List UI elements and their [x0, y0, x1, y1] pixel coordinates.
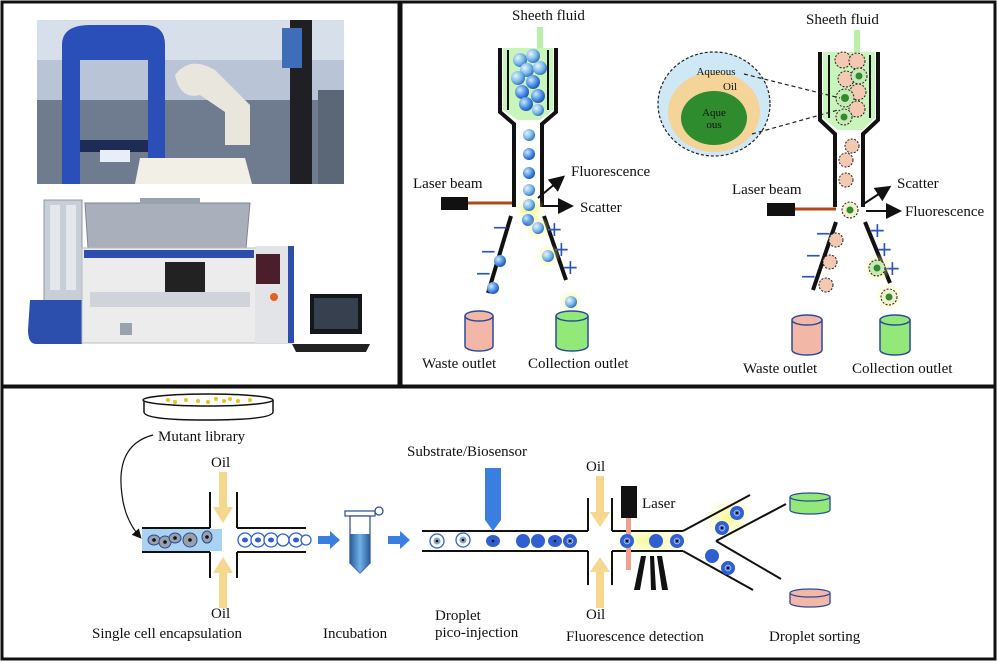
oil-arrow-down — [213, 472, 233, 523]
inset-oil-label: Oil — [723, 81, 737, 93]
robotic-workstation-photo — [37, 20, 344, 184]
laser-beam-label-2: Laser beam — [732, 182, 802, 198]
incubation-label: Incubation — [323, 626, 388, 642]
sheath-fluid-label: Sheeth fluid — [512, 8, 585, 24]
minus-sign: − — [475, 261, 492, 285]
plus-sign: + — [562, 255, 579, 279]
positive-collector-dish — [789, 492, 831, 515]
oil-bottom-label-2: Oil — [586, 607, 605, 623]
oil-bottom-label-1: Oil — [211, 606, 230, 622]
microfluidic-workflow: Mutant library Oil Oil Single cell encap… — [92, 393, 861, 645]
inset-aqueous-inner-label-1: Aque — [702, 107, 726, 119]
laser-beam-label: Laser beam — [413, 176, 483, 192]
laser-source — [441, 197, 468, 210]
negative-plate — [486, 215, 513, 294]
minus-sign: − — [800, 264, 817, 288]
minus-sign: − — [815, 221, 832, 245]
droplet-sorting-instrument-photo — [28, 198, 370, 352]
waste-outlet-cylinder — [464, 310, 494, 352]
facs-cells-diagram: Sheeth fluid — [413, 8, 650, 372]
substrate-biosensor-label: Substrate/Biosensor — [407, 444, 527, 460]
minus-sign: − — [480, 239, 497, 263]
scatter-label-2: Scatter — [897, 176, 939, 192]
oil-top-label-1: Oil — [211, 455, 230, 471]
waste-outlet-cylinder-2 — [791, 314, 823, 356]
negative-collector-dish — [789, 588, 831, 608]
collection-outlet-cylinder — [555, 310, 589, 352]
oil-top-label-2: Oil — [586, 459, 605, 475]
inset-aqueous-inner-label-2: ous — [706, 119, 721, 131]
minus-sign: − — [805, 243, 822, 267]
collection-outlet-cylinder-2 — [879, 314, 911, 356]
single-cell-encapsulation-label: Single cell encapsulation — [92, 626, 242, 642]
fluorescence-label: Fluorescence — [571, 164, 650, 180]
waste-outlet-label: Waste outlet — [422, 356, 497, 372]
plus-sign: + — [546, 217, 563, 241]
sheath-fluid-label-2: Sheeth fluid — [806, 12, 879, 28]
substrate-injector — [485, 468, 501, 531]
droplet-cluster — [834, 51, 868, 126]
double-emulsion-inset: Aqueous Oil Aque ous — [657, 51, 841, 157]
scatter-label: Scatter — [580, 200, 622, 216]
flow-arrow — [318, 531, 340, 549]
flow-arrow-2 — [388, 531, 410, 549]
plus-sign: + — [869, 218, 886, 242]
fluorescence-detection-label: Fluorescence detection — [566, 629, 704, 645]
detector-left — [634, 556, 646, 590]
droplet-label: Droplet — [435, 608, 482, 624]
collection-outlet-label-2: Collection outlet — [852, 361, 953, 377]
collection-outlet-label: Collection outlet — [528, 356, 629, 372]
cell-cluster — [511, 49, 547, 116]
waste-outlet-label-2: Waste outlet — [743, 361, 818, 377]
fluorescence-label-2: Fluorescence — [905, 204, 984, 220]
laser-source-2 — [621, 486, 637, 518]
incubation-tube-icon — [344, 506, 384, 574]
pico-injection-label: pico-injection — [435, 625, 519, 641]
droplet-sorting-label: Droplet sorting — [769, 629, 861, 645]
library-arrow — [120, 434, 154, 539]
laser-label-3: Laser — [642, 496, 675, 512]
panel-microfluidic-border — [0, 385, 997, 661]
inset-aqueous-label: Aqueous — [696, 66, 735, 78]
petri-dish-icon — [142, 393, 274, 421]
mutant-library-label: Mutant library — [158, 429, 246, 445]
minus-sign: − — [492, 215, 509, 239]
facs-droplets-diagram: Sheeth fluid Aqueous Oil Aque — [657, 12, 984, 377]
sheath-fluid-inlet — [537, 27, 543, 49]
oil-arrow-up — [213, 557, 233, 608]
